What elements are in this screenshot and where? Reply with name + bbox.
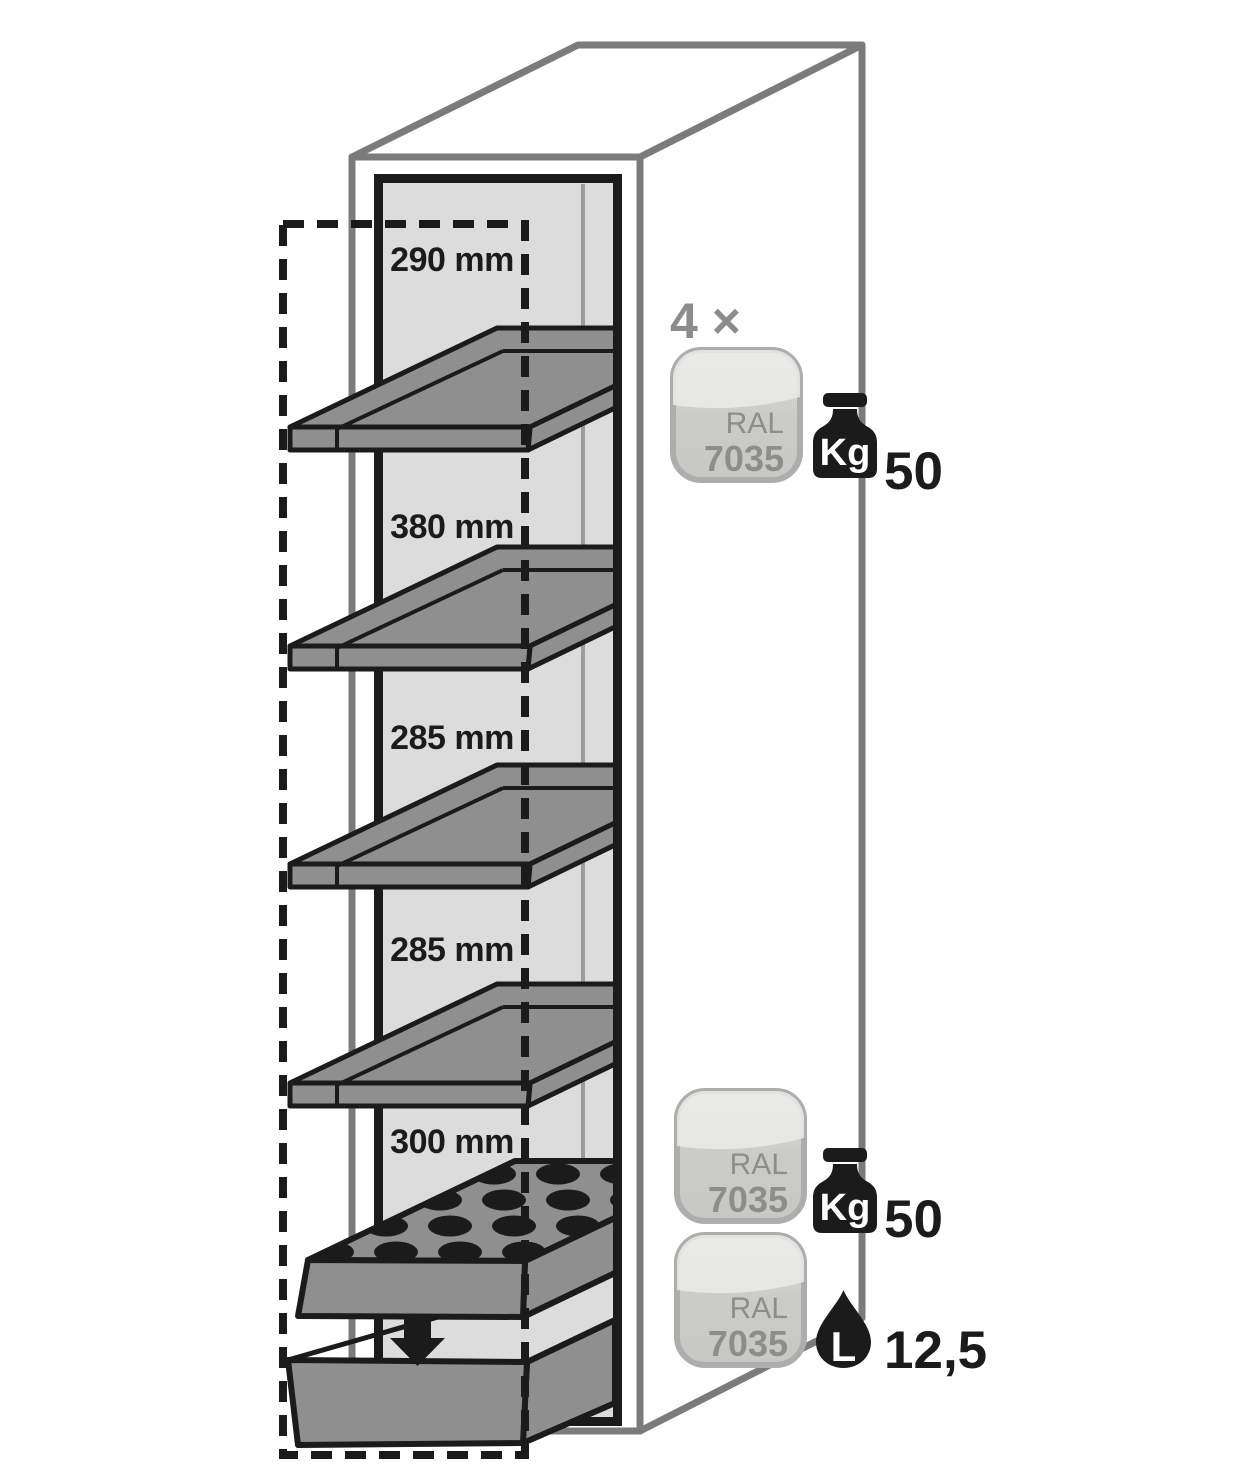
shelf-1 <box>287 325 620 453</box>
sump-volume-value: 12,5 <box>884 1321 988 1380</box>
compartment-height-label-4: 285 mm <box>390 931 514 969</box>
volume-unit: L <box>830 1323 857 1370</box>
weight-kg-icon-top <box>813 393 877 478</box>
shelf-4 <box>287 981 620 1109</box>
weight-unit-top: Kg <box>819 432 871 474</box>
compartment-height-label-5: 300 mm <box>390 1123 514 1161</box>
sump-tray <box>285 1310 618 1448</box>
swatch-sump-code: 7035 <box>707 1323 788 1364</box>
down-arrow-icon <box>390 1316 445 1366</box>
swatch-sump-ral: RAL <box>729 1292 788 1325</box>
perforated-insert <box>295 1158 620 1320</box>
swatch-shelves-ral: RAL <box>725 407 784 440</box>
shelf-capacity-value: 50 <box>884 442 943 501</box>
weight-kg-icon-bottom <box>813 1148 877 1233</box>
weight-unit-bottom: Kg <box>819 1187 871 1229</box>
shelf-3 <box>287 762 620 890</box>
shelf-count-label: 4 × <box>670 293 741 349</box>
compartment-height-label-2: 380 mm <box>390 508 514 546</box>
compartment-height-label-1: 290 mm <box>390 241 514 279</box>
swatch-shelves-code: 7035 <box>703 438 784 479</box>
compartment-height-label-3: 285 mm <box>390 719 514 757</box>
swatch-pullout-ral: RAL <box>729 1148 788 1181</box>
color-swatch-sump <box>674 1232 807 1368</box>
liquid-drop-icon <box>816 1290 871 1368</box>
dashed-extract-outline <box>279 220 529 1459</box>
color-swatch-shelves <box>670 347 803 483</box>
color-swatch-pullout <box>674 1088 807 1224</box>
shelf-2 <box>287 544 620 672</box>
pullout-capacity-value: 50 <box>884 1190 943 1249</box>
swatch-pullout-code: 7035 <box>707 1179 788 1220</box>
